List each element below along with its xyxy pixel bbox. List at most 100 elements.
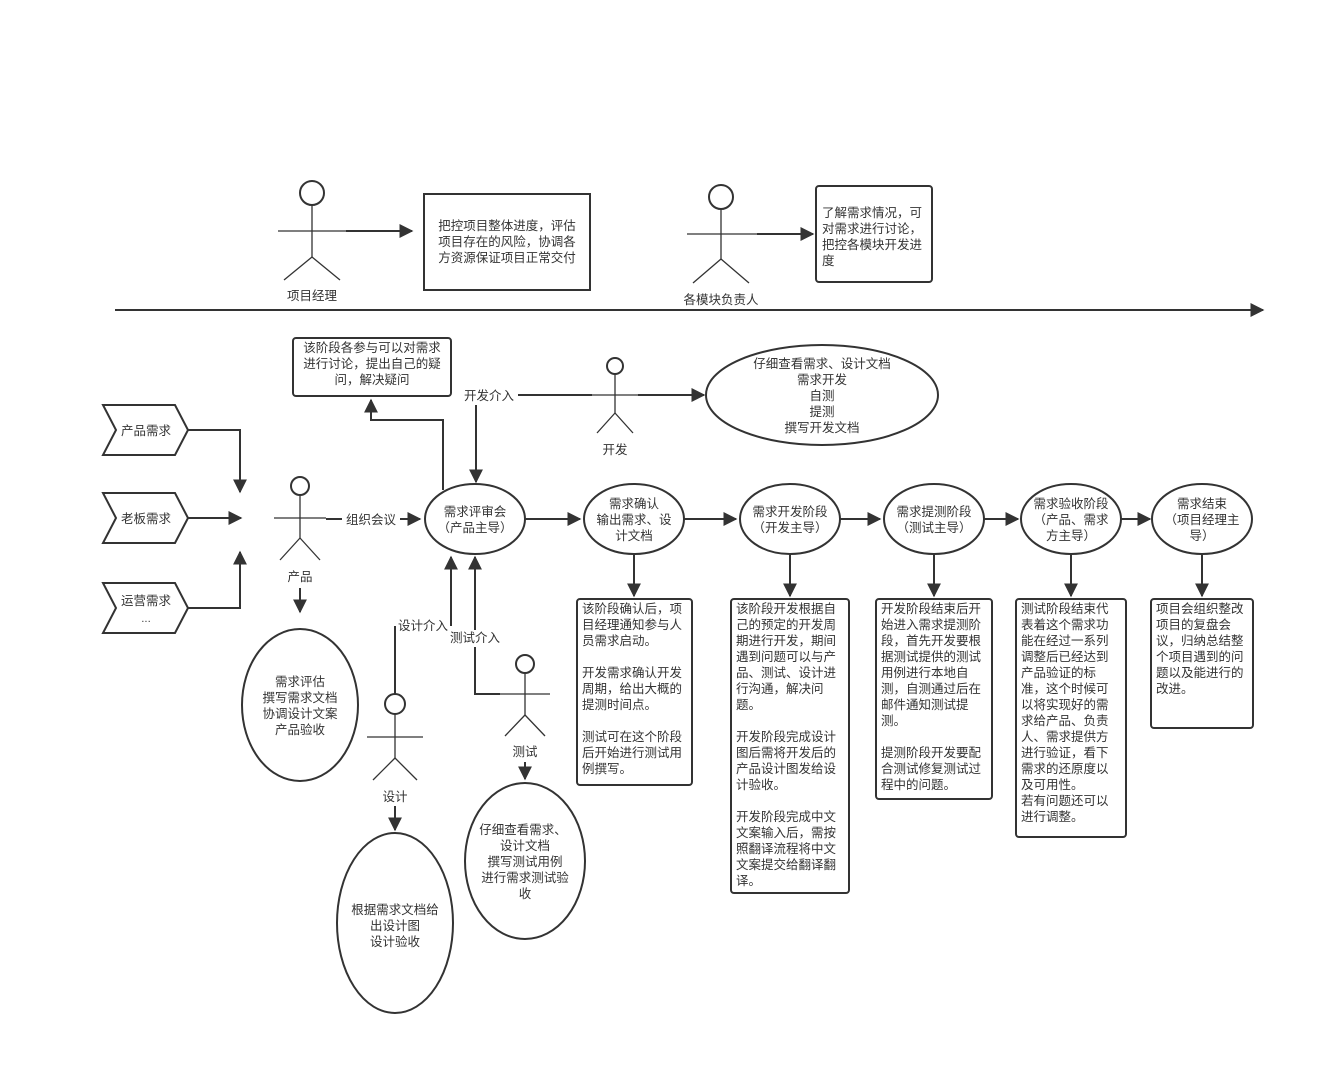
design-ellipse-line-1: 根据需求文档给 [351, 902, 439, 917]
stage-end-line-2: （项目经理主 [1164, 512, 1239, 527]
dev-ellipse-line-1: 仔细查看需求、设计文档 [753, 356, 891, 371]
stage-submit-test-line-1: 需求提测阶段 [896, 504, 971, 519]
design-join-label: 设计介入 [398, 618, 449, 633]
stage-submit-test-note-line: 测。 [881, 713, 906, 728]
stage-develop-note-box [730, 598, 850, 894]
product-actor [274, 476, 326, 561]
stage-develop-note-line: 文案输入后，需按 [736, 825, 836, 840]
dev-actor [592, 357, 638, 434]
stage-develop-note-line: 题。 [736, 697, 761, 712]
stage-acceptance-note-box [1015, 598, 1127, 838]
stage-develop-note-line: 行沟通，解决问 [736, 681, 824, 696]
module-leads-actor [687, 184, 757, 284]
stage-submit-test-line-2: （测试主导） [896, 520, 971, 535]
stage-end-line-3: 导） [1189, 528, 1214, 543]
stage-submit-test-note-line: 段，首先开发要根 [881, 633, 982, 648]
module-leads-label: 各模块负责人 [683, 292, 759, 307]
test-ellipse [464, 782, 586, 940]
product-ellipse-line-1: 需求评估 [275, 674, 325, 689]
stage-confirm-note-line: 目经理通知参与人 [582, 617, 683, 632]
stage-end-note-box [1150, 598, 1254, 729]
stage-review-line-2: （产品主导） [437, 520, 512, 535]
stage-end-note-line: 项目会组织整改 [1156, 601, 1244, 616]
stage-acceptance-line-1: 需求验收阶段 [1033, 496, 1108, 511]
boss-req-shape [101, 492, 190, 544]
boss-req-label: 老板需求 [121, 511, 172, 526]
pm-actor-label: 项目经理 [287, 288, 338, 303]
test-ellipse-line-3: 撰写测试用例 [487, 854, 562, 869]
dev-ellipse-line-2: 需求开发 [797, 372, 848, 387]
dev-ellipse-line-5: 撰写开发文档 [784, 420, 859, 435]
stage-develop-note-line: 计验收。 [736, 777, 786, 792]
stage-develop-note-line: 图后需将开发后的 [736, 745, 836, 760]
stage-acceptance-line-2: （产品、需求 [1033, 512, 1109, 527]
stage-acceptance-note-line: 求给产品、负责 [1021, 713, 1109, 728]
stage-submit-test-note-line: 始进入需求提测阶 [881, 617, 982, 632]
stage-submit-test-note-text: 开发阶段结束后开 始进入需求提测阶 段，首先开发要根 据测试提供的测试 用例进行… [881, 601, 982, 792]
stage-acceptance-note-line: 产品验证的标 [1021, 665, 1096, 680]
stage-acceptance-note-text: 测试阶段结束代 表着这个需求功 能在经过一系列 调整后已经达到 产品验证的标 准… [1021, 601, 1109, 824]
leads-note-box [815, 185, 933, 283]
stage-submit-test-note-line: 提测阶段开发要配 [881, 745, 982, 760]
stage-end-note-line: 项目的复盘会 [1156, 617, 1232, 632]
stage-develop-note-line: 文案提交给翻译翻 [736, 857, 836, 872]
ops-req-arrow [188, 550, 247, 609]
stage-develop-line-2: （开发主导） [752, 520, 827, 535]
product-ellipse-line-2: 撰写需求文档 [262, 690, 337, 705]
stage-submit-test-note-line: 邮件通知测试提 [881, 697, 969, 712]
stage-confirm-line-2: 输出需求、设 [596, 512, 672, 527]
stage-end-note-line: 议，归纳总结整 [1156, 633, 1244, 648]
review-note-line-1: 该阶段各参与可以对需求 [303, 340, 441, 355]
test-join-line-lower [474, 647, 500, 695]
leads-note-line-2: 对需求进行讨论， [822, 221, 922, 236]
stage-confirm-note-box [576, 598, 693, 786]
test-ellipse-line-2: 设计文档 [500, 838, 550, 853]
stage-submit-test-note-line: 程中的问题。 [881, 777, 956, 792]
meeting-label: 组织会议 [346, 512, 397, 527]
stage-acceptance-note-line: 进行验证，看下 [1021, 745, 1109, 760]
product-req-label: 产品需求 [121, 423, 172, 438]
stage-develop-note-line: 遇到问题可以与产 [736, 649, 836, 664]
stage-confirm-note-line: 周期，给出大概的 [582, 681, 682, 696]
pm-note-line-2: 项目存在的风险，协调各 [438, 234, 576, 249]
test-join-label: 测试介入 [450, 630, 501, 645]
stage-develop [739, 483, 841, 555]
stage-acceptance-note-line: 进行调整。 [1021, 809, 1084, 824]
design-ellipse-line-3: 设计验收 [370, 934, 421, 949]
stage-confirm-note-line: 开发需求确认开发 [582, 665, 683, 680]
design-ellipse-line-2: 出设计图 [370, 918, 420, 933]
stage-acceptance-line-3: 方主导） [1046, 528, 1096, 543]
leads-note-line-4: 度 [822, 253, 835, 268]
review-note-line-3: 问，解决疑问 [334, 372, 409, 387]
stage-submit-test [883, 483, 985, 555]
stage-develop-note-line: 己的预定的开发周 [736, 617, 836, 632]
review-note-box [292, 337, 452, 397]
leads-note-line-1: 了解需求情况，可 [822, 205, 922, 220]
stage-acceptance-note-line: 需求的还原度以 [1021, 761, 1109, 776]
stage-develop-note-line: 开发阶段完成中文 [736, 809, 837, 824]
product-ellipse-line-3: 协调设计文案 [262, 706, 338, 721]
product-ellipse [241, 628, 359, 782]
stage-acceptance-note-line: 若有问题还可以 [1021, 793, 1109, 808]
stage-end-note-text: 项目会组织整改 项目的复盘会 议，归纳总结整 个项目遇到的问 题以及能进行的 改… [1156, 601, 1244, 696]
stage-confirm-line-3: 计文档 [615, 528, 653, 543]
stage-submit-test-note-line: 开发阶段结束后开 [881, 601, 981, 616]
stage-acceptance-note-line: 以将实现好的需 [1021, 697, 1109, 712]
stage-acceptance-note-line: 能在经过一系列 [1021, 633, 1109, 648]
stage-review-line-1: 需求评审会 [444, 504, 507, 519]
stage-confirm-note-line: 提测时间点。 [582, 697, 657, 712]
stage-confirm-note-text: 该阶段确认后，项 目经理通知参与人 员需求启动。 开发需求确认开发 周期，给出大… [582, 601, 683, 776]
pm-actor [278, 180, 346, 281]
pm-note-box [423, 193, 591, 291]
stage-confirm-note-line: 例撰写。 [582, 761, 632, 776]
stage-confirm-note-line: 员需求启动。 [582, 633, 657, 648]
stage-develop-note-line: 该阶段开发根据自 [736, 601, 836, 616]
stage-end-note-line: 个项目遇到的问 [1156, 649, 1244, 664]
ops-req-shape [101, 582, 190, 634]
stage-develop-note-line: 期进行开发，期间 [736, 633, 836, 648]
design-actor-label: 设计 [382, 789, 407, 804]
dev-ellipse-line-4: 提测 [809, 404, 834, 419]
stage-end-line-1: 需求结束 [1177, 496, 1228, 511]
pm-note-line-1: 把控项目整体进度，评估 [438, 218, 576, 233]
